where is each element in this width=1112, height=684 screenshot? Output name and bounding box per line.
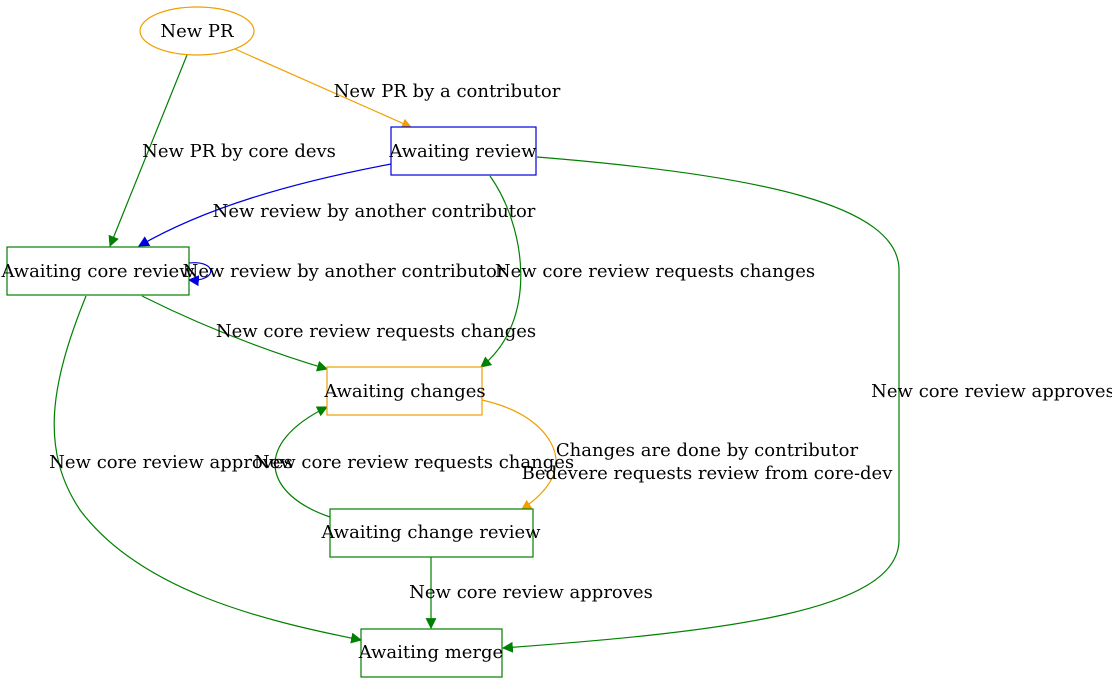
label-review-by-another-contributor: New review by another contributor bbox=[213, 201, 536, 222]
label-review-to-changes: New core review requests changes bbox=[495, 261, 815, 282]
edge-new-pr-to-awaiting-review bbox=[234, 48, 412, 128]
label-change-review-approves: New core review approves bbox=[409, 582, 653, 603]
edge-review-to-core-review bbox=[138, 163, 392, 247]
label-changes-done-line2: Bedevere requests review from core-dev bbox=[522, 463, 894, 484]
label-core-approves-merge: New core review approves bbox=[49, 452, 293, 473]
node-awaiting-change-review-label: Awaiting change review bbox=[320, 522, 541, 543]
node-awaiting-merge: Awaiting merge bbox=[358, 628, 503, 678]
edge-review-to-changes bbox=[480, 175, 522, 368]
edge-new-pr-to-awaiting-core-review bbox=[108, 54, 188, 248]
edge-core-review-self-loop bbox=[187, 262, 212, 287]
node-new-pr-label: New PR bbox=[160, 21, 234, 42]
node-awaiting-changes: Awaiting changes bbox=[323, 366, 486, 416]
node-new-pr: New PR bbox=[139, 6, 255, 56]
edge-core-review-to-changes bbox=[141, 295, 329, 372]
label-self-loop-review: New review by another contributor bbox=[183, 261, 506, 282]
label-review-approves-merge: New core review approves bbox=[871, 381, 1112, 402]
edge-review-to-merge bbox=[501, 156, 900, 653]
edge-changes-to-change-review bbox=[481, 399, 557, 510]
label-new-pr-by-contributor: New PR by a contributor bbox=[334, 81, 561, 102]
label-new-pr-by-core-devs: New PR by core devs bbox=[142, 141, 336, 162]
node-awaiting-changes-label: Awaiting changes bbox=[323, 381, 485, 402]
node-awaiting-review: Awaiting review bbox=[388, 126, 537, 176]
node-awaiting-core-review-label: Awaiting core review bbox=[0, 261, 195, 282]
node-awaiting-core-review: Awaiting core review bbox=[0, 246, 195, 296]
edge-change-review-to-changes bbox=[274, 406, 331, 518]
node-awaiting-review-label: Awaiting review bbox=[388, 141, 537, 162]
edge-core-review-to-merge bbox=[53, 295, 363, 644]
node-awaiting-merge-label: Awaiting merge bbox=[358, 642, 503, 663]
label-core-to-changes: New core review requests changes bbox=[216, 321, 536, 342]
node-awaiting-change-review: Awaiting change review bbox=[320, 508, 541, 558]
label-change-review-requests-changes: New core review requests changes bbox=[254, 452, 574, 473]
label-changes-done-line1: Changes are done by contributor bbox=[556, 440, 859, 461]
